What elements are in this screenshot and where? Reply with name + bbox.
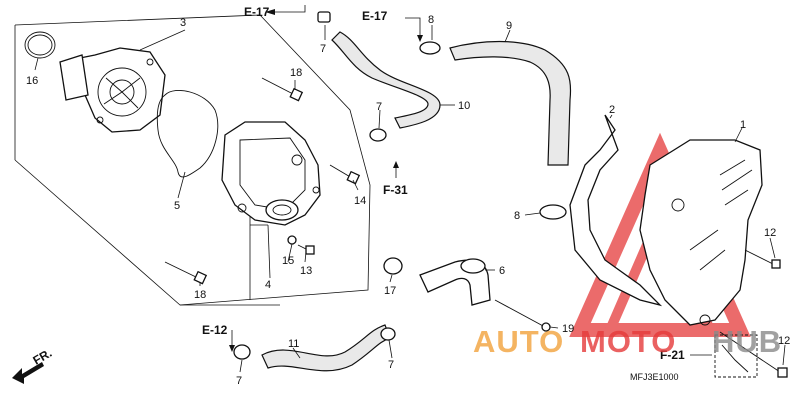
callout-14: 14	[354, 195, 366, 207]
ref-e12: E-12	[202, 323, 228, 337]
callout-6: 6	[499, 265, 505, 277]
exploded-view-frame	[14, 14, 371, 306]
clamp-7-lower-right	[380, 327, 396, 341]
pipe-6	[419, 258, 491, 306]
clamp-17	[383, 257, 403, 275]
callout-18-top: 18	[290, 67, 302, 79]
leader-lines	[34, 25, 786, 373]
callout-labels: 16 3 5 4 6 7 7 7 7 8 8 9 10 11 12 12 13 …	[26, 14, 790, 387]
bolt-14	[329, 164, 361, 185]
bolt-18-top	[261, 77, 304, 102]
bolt-12-upper	[744, 249, 781, 269]
callout-7-lower-left: 7	[236, 375, 242, 387]
callout-16: 16	[26, 75, 38, 87]
bolt-12-lower	[719, 331, 788, 378]
detail-box-f21	[714, 334, 758, 378]
bolt-19	[494, 299, 551, 332]
callout-4: 4	[265, 279, 271, 291]
callout-7-mid: 7	[376, 101, 382, 113]
watermark-auto: AUTO	[473, 324, 564, 359]
callout-9: 9	[506, 20, 512, 32]
ref-arrow-e12	[229, 330, 235, 352]
clamp-7-top	[317, 11, 331, 23]
water-pump-cover-1	[639, 139, 763, 326]
callout-19: 19	[562, 323, 574, 335]
clamp-8-top	[419, 41, 441, 55]
callout-7-lower-right: 7	[388, 359, 394, 371]
front-arrow	[12, 362, 44, 384]
clamp-7-mid	[369, 128, 387, 142]
bolt-13	[297, 244, 315, 255]
cover-bracket-2	[569, 114, 663, 307]
callout-18-bottom: 18	[194, 289, 206, 301]
callout-13: 13	[300, 265, 312, 277]
ref-f21: F-21	[660, 348, 685, 362]
callout-3: 3	[180, 17, 186, 29]
ref-f31: F-31	[383, 183, 408, 197]
ref-e17-right: E-17	[362, 9, 388, 23]
callout-7-top: 7	[320, 43, 326, 55]
watermark-hub: HUB	[712, 324, 782, 359]
clamp-7-lower-left	[233, 344, 251, 360]
ref-front: FR.	[31, 346, 55, 368]
water-pump-3	[59, 47, 166, 133]
watermark-text: AUTO MOTO HUB	[473, 324, 782, 359]
hose-11	[261, 324, 391, 372]
washer-15	[287, 235, 297, 245]
hose-9	[449, 40, 572, 166]
ref-arrow-e17b	[405, 17, 423, 42]
callout-5: 5	[174, 200, 180, 212]
ref-arrow-f31	[393, 161, 399, 178]
gasket-5	[156, 89, 219, 178]
ref-arrow-e17a	[265, 5, 306, 15]
callout-12-upper: 12	[764, 227, 776, 239]
pump-cover-4	[221, 121, 321, 226]
o-ring-16	[24, 31, 56, 59]
callout-2: 2	[609, 104, 615, 116]
callout-11: 11	[288, 338, 299, 350]
callout-10: 10	[458, 100, 470, 112]
callout-8-bottom: 8	[514, 210, 520, 222]
diagram-code: MFJ3E1000	[630, 372, 679, 382]
reference-labels: E-17 E-17 E-12 F-31 F-21 FR.	[31, 5, 686, 368]
callout-15: 15	[282, 255, 294, 267]
clamp-8-bottom	[539, 204, 567, 220]
hose-10	[331, 31, 441, 129]
bolt-18-bottom	[164, 261, 208, 285]
callout-12-lower: 12	[778, 335, 790, 347]
callout-17: 17	[384, 285, 396, 297]
watermark-moto: MOTO	[580, 324, 676, 359]
callout-8-top: 8	[428, 14, 434, 26]
ref-e17-left: E-17	[244, 5, 270, 19]
callout-1: 1	[740, 119, 746, 131]
